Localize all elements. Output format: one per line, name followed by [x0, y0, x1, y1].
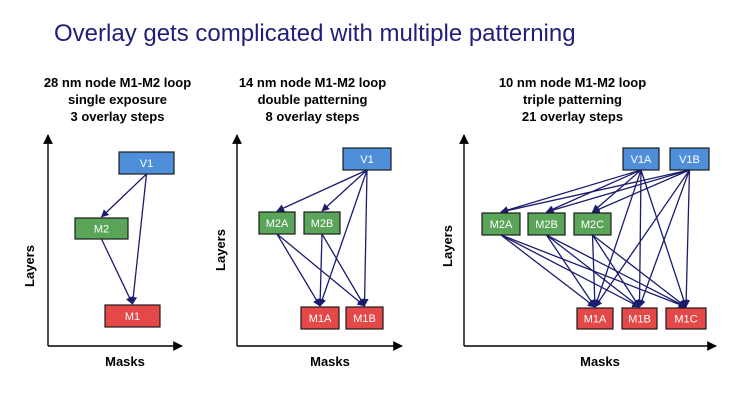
edge-m2b-to-m1a	[316, 233, 325, 307]
panel-2-caption-line-2: double patterning	[257, 92, 368, 107]
panel-3-caption-line-3: 21 overlay steps	[521, 109, 624, 124]
edge-m2c-to-m1b	[591, 234, 641, 308]
panel-1-xlabel: Masks	[105, 354, 145, 369]
panel-2-caption-line-1: 14 nm node M1-M2 loop	[238, 75, 387, 90]
node-box	[345, 306, 384, 330]
panel-3-node-v1b: V1B	[669, 147, 710, 171]
panel-2-caption-line-3: 8 overlay steps	[265, 109, 360, 124]
node-box	[118, 151, 175, 175]
node-box	[669, 147, 710, 171]
node-box	[621, 307, 658, 330]
node-box	[104, 304, 161, 328]
panel-2-caption: 14 nm node M1-M2 loop double patterning …	[215, 74, 410, 125]
panel-3-axes: Layers Masks	[440, 134, 717, 369]
node-label: V1B	[679, 154, 700, 166]
edge-v1b-to-m2c	[591, 169, 690, 213]
panel-2-xlabel: Masks	[310, 354, 350, 369]
panel-3-node-m2b: M2B	[527, 212, 566, 236]
node-label: V1	[360, 154, 373, 166]
panel-2-node-m2b: M2B	[303, 211, 341, 235]
node-label: M2	[94, 224, 109, 236]
node-label: M2C	[581, 219, 604, 231]
node-box	[573, 212, 612, 236]
panel-2-node-m1b: M1B	[345, 306, 384, 330]
edge-v1b-to-m1b	[638, 169, 691, 308]
panel-3-caption: 10 nm node M1-M2 loop triple patterning …	[475, 74, 670, 125]
panel-1-axes: Layers Masks	[22, 134, 183, 369]
panel-3-caption-line-2: triple patterning	[523, 92, 622, 107]
edge-m2b-to-m1b	[546, 234, 641, 308]
panel-1-caption-line-2: single exposure	[68, 92, 167, 107]
panel-2-node-v1: V1	[342, 147, 392, 171]
node-box	[481, 212, 521, 236]
panel-3-node-m2a: M2A	[481, 212, 521, 236]
panel-1-caption: 28 nm node M1-M2 loop single exposure 3 …	[20, 74, 215, 125]
edge-v1a-to-m1b	[635, 169, 644, 308]
panel-1-node-m1: M1	[104, 304, 161, 328]
node-label: M1C	[674, 314, 697, 326]
panel-3-node-v1a: V1A	[622, 147, 660, 171]
panel-3-caption-line-1: 10 nm node M1-M2 loop	[498, 75, 647, 90]
node-label: V1	[140, 158, 153, 170]
panel-1-node-v1: V1	[118, 151, 175, 175]
edge-v1-to-m1	[129, 173, 148, 305]
edge-v1a-to-m1a	[593, 169, 642, 308]
edge-v1b-to-m2a	[500, 169, 690, 215]
edge-v1-to-m2	[100, 173, 147, 218]
edge-v1-to-m2b	[321, 169, 368, 212]
panel-3-node-m2c: M2C	[573, 212, 612, 236]
edge-v1b-to-m1c	[682, 169, 691, 308]
node-box	[342, 147, 392, 171]
edge-v1a-to-m1c	[640, 169, 688, 308]
node-box	[303, 211, 341, 235]
panel-2-axes: Layers Masks	[213, 134, 403, 369]
edge-v1-to-m1b	[360, 169, 369, 307]
node-label: M1A	[309, 313, 332, 325]
panel-2-node-m1a: M1A	[300, 306, 340, 330]
panel-1-caption-line-3: 3 overlay steps	[70, 109, 165, 124]
edge-m2c-to-m1c	[592, 234, 687, 308]
node-box	[258, 211, 296, 235]
slide-title: Overlay gets complicated with multiple p…	[54, 20, 576, 47]
panel-1-node-m2: M2	[74, 217, 129, 240]
panel-3-node-m1a: M1A	[576, 307, 614, 330]
edge-v1-to-m1a	[318, 169, 368, 307]
node-box	[300, 306, 340, 330]
edge-m2b-to-m1b	[321, 233, 366, 307]
edge-m2-to-m1	[100, 238, 134, 305]
node-label: V1A	[631, 154, 652, 166]
edge-m2a-to-m1a	[500, 234, 596, 308]
node-box	[527, 212, 566, 236]
node-label: M1A	[584, 314, 607, 326]
node-box	[576, 307, 614, 330]
node-box	[622, 147, 660, 171]
panel-1-ylabel: Layers	[22, 245, 37, 287]
panel-3-ylabel: Layers	[440, 225, 455, 267]
panel-1-caption-line-1: 28 nm node M1-M2 loop	[43, 75, 192, 90]
panel-2-ylabel: Layers	[213, 229, 228, 271]
edge-m2a-to-m1a	[276, 233, 321, 307]
panel-3-node-m1c: M1C	[665, 307, 707, 330]
node-label: M2B	[535, 219, 558, 231]
edge-v1a-to-m2a	[500, 169, 642, 214]
panel-3-xlabel: Masks	[580, 354, 620, 369]
node-box	[74, 217, 129, 240]
node-label: M1B	[353, 313, 376, 325]
node-label: M1	[125, 311, 140, 323]
node-label: M2A	[266, 218, 289, 230]
edge-m2c-to-m1a	[590, 234, 599, 308]
edge-v1-to-m2a	[276, 169, 368, 212]
node-label: M2A	[490, 219, 513, 231]
node-label: M2B	[311, 218, 334, 230]
node-box	[665, 307, 707, 330]
edges-layer	[100, 169, 691, 309]
edge-m2b-to-m1a	[545, 234, 596, 308]
node-label: M1B	[628, 314, 651, 326]
edge-v1b-to-m2b	[545, 169, 690, 214]
panel-3-node-m1b: M1B	[621, 307, 658, 330]
panel-2-node-m2a: M2A	[258, 211, 296, 235]
